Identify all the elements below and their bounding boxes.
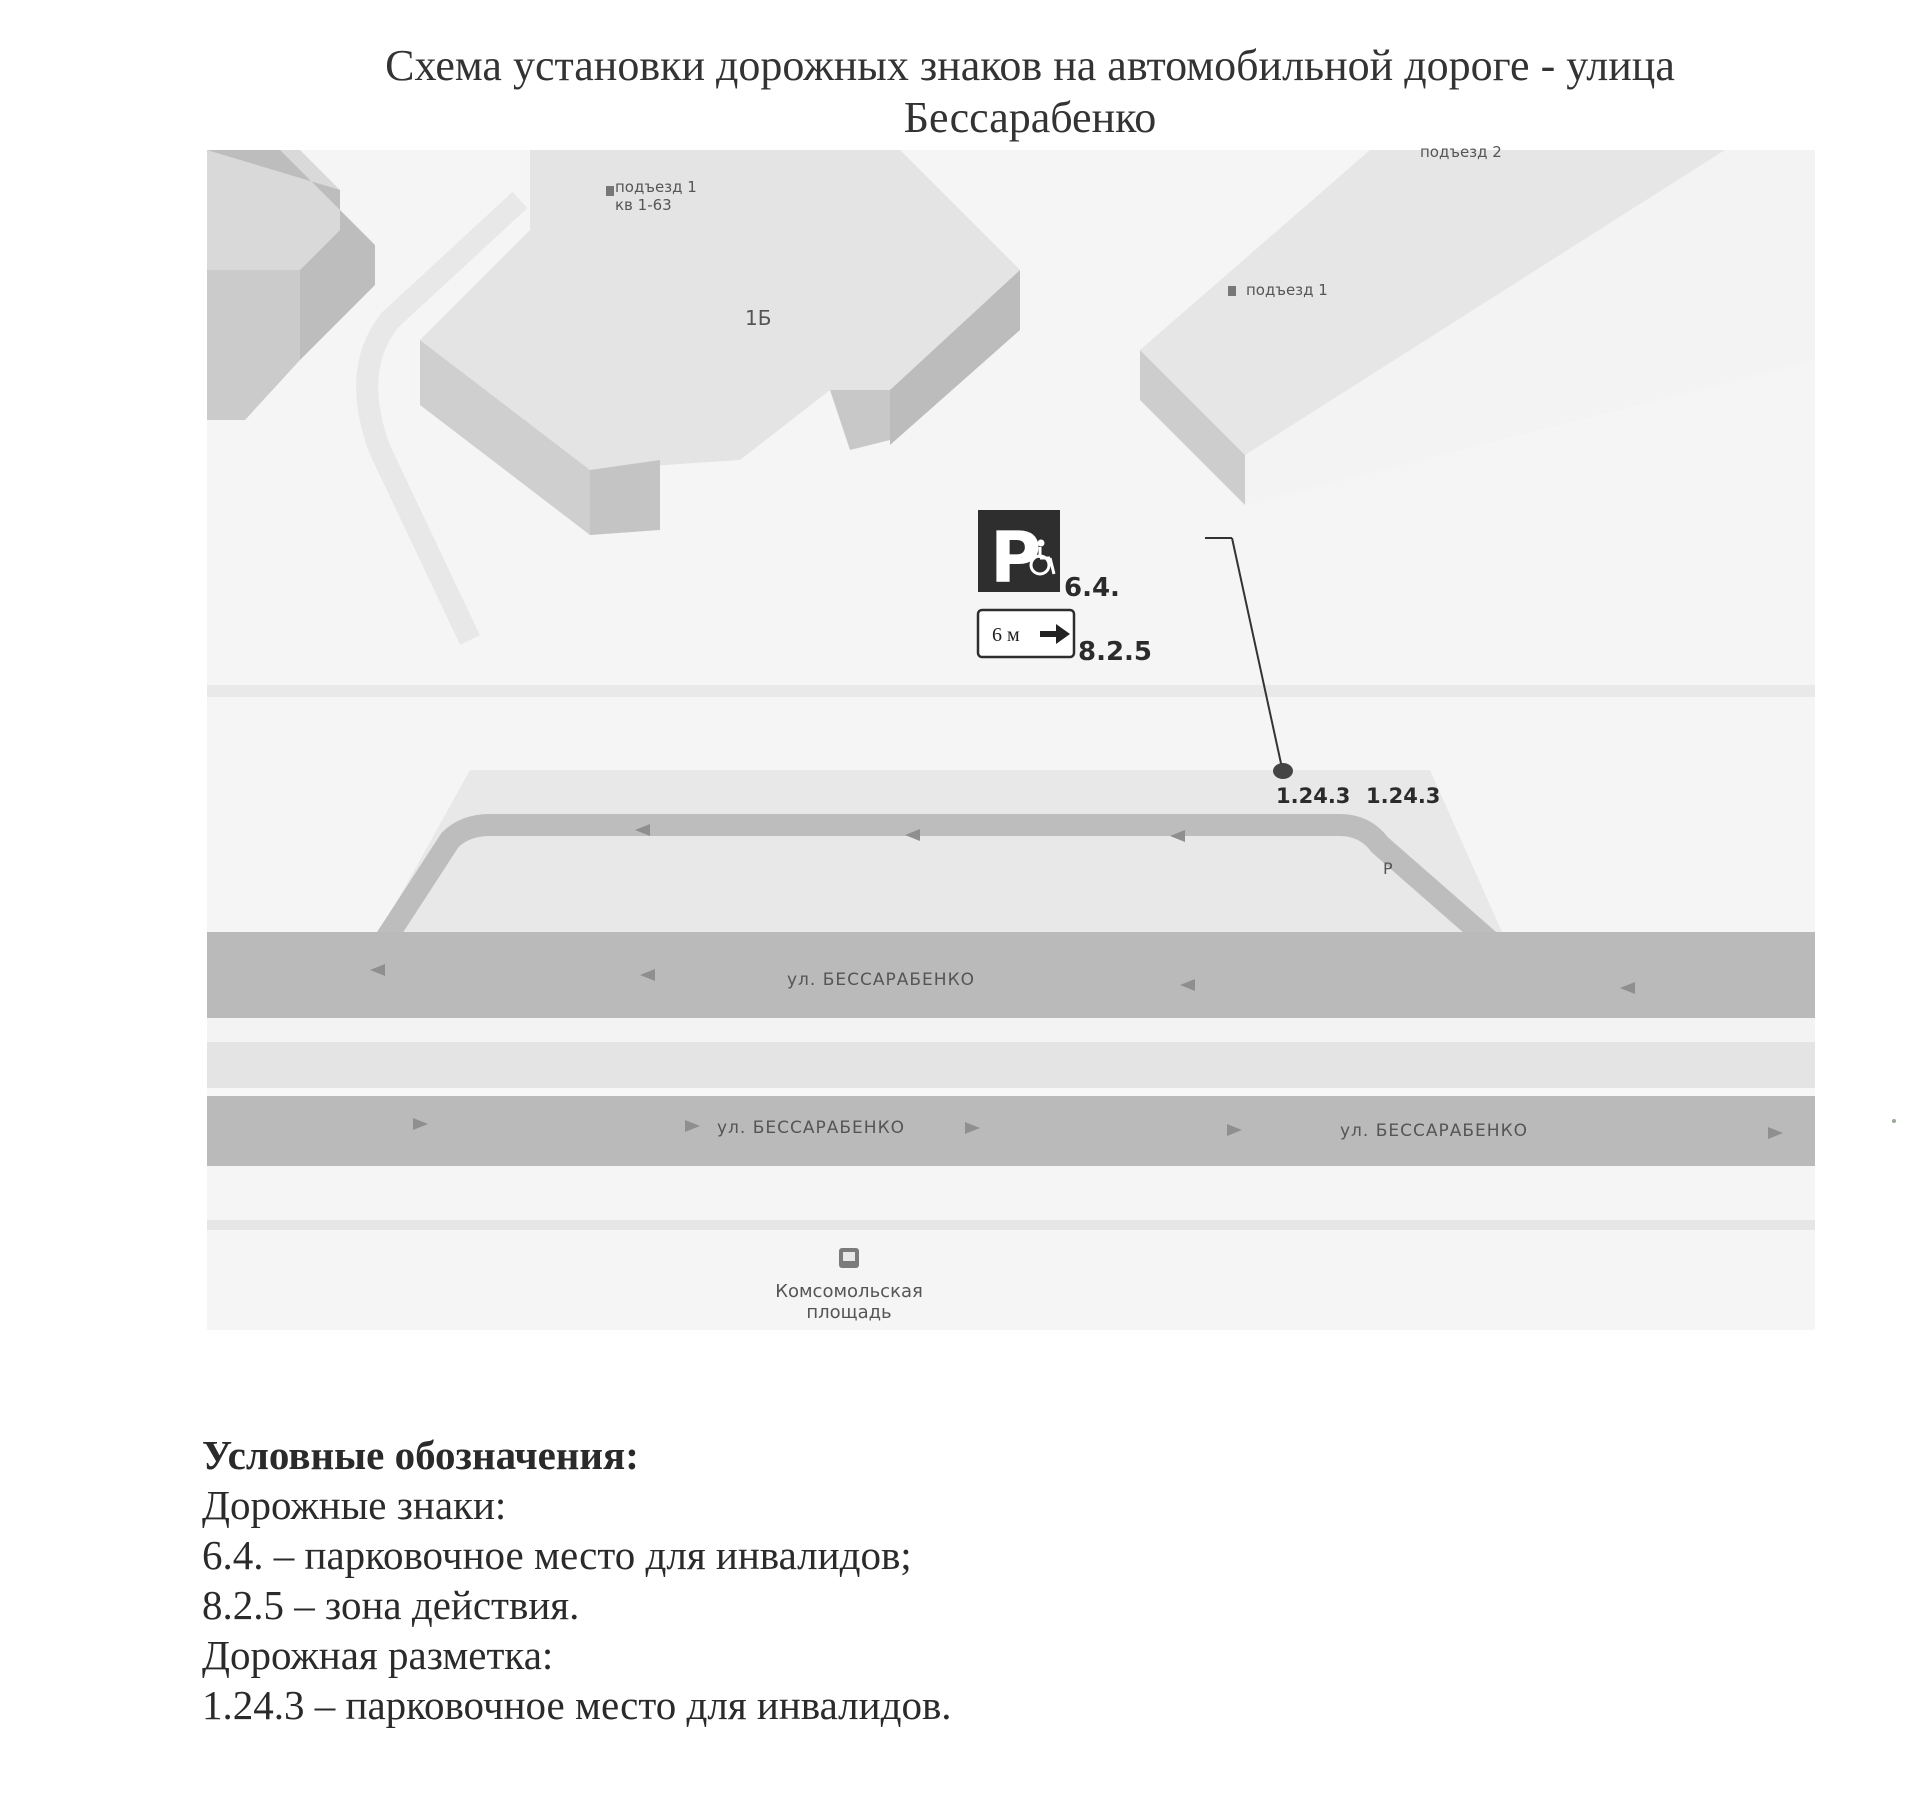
arrow-right-icon bbox=[413, 1118, 428, 1130]
median-green bbox=[207, 1042, 1815, 1088]
arrow-left-icon bbox=[1170, 830, 1185, 842]
leader-line bbox=[1231, 537, 1283, 769]
building-number: 1Б bbox=[745, 306, 771, 330]
road-upper bbox=[207, 932, 1815, 1018]
legend-marking-heading: Дорожная разметка: bbox=[202, 1632, 554, 1678]
legend-item-1-24-3: 1.24.3 – парковочное место для инвалидов… bbox=[202, 1682, 952, 1728]
street-label-lower-right: ул. БЕССАРАБЕНКО bbox=[1340, 1121, 1528, 1141]
sign-6-4-code: 6.4. bbox=[1064, 573, 1120, 603]
legend-signs-heading: Дорожные знаки: bbox=[202, 1482, 507, 1528]
legend-item-8-2-5: 8.2.5 – зона действия. bbox=[202, 1582, 580, 1628]
arrow-left-icon bbox=[905, 829, 920, 841]
entrance-icon bbox=[606, 186, 614, 196]
arrow-left-icon bbox=[370, 964, 385, 976]
entrance-icon-right bbox=[1228, 286, 1236, 296]
entrance-label-2-partial: подъезд 2 bbox=[1420, 143, 1502, 161]
building-left-partial bbox=[207, 150, 375, 420]
median-edge bbox=[207, 1088, 1815, 1096]
legend-heading: Условные обозначения: bbox=[202, 1432, 639, 1478]
traffic-arrows bbox=[370, 824, 1783, 1139]
title-line-2: Бессарабенко bbox=[903, 93, 1157, 142]
legend: Условные обозначения: Дорожные знаки: 6.… bbox=[202, 1430, 952, 1730]
marking-code-2: 1.24.3 bbox=[1366, 784, 1440, 808]
bus-stop-icon-window bbox=[843, 1252, 855, 1261]
arrow-left-icon bbox=[640, 969, 655, 981]
wheelchair-icon bbox=[1029, 539, 1056, 576]
arrow-right-icon bbox=[1040, 624, 1070, 644]
arrow-left-icon bbox=[1180, 979, 1195, 991]
document-title: Схема установки дорожных знаков на автом… bbox=[0, 40, 1920, 144]
sign-8-2-5-code: 8.2.5 bbox=[1078, 637, 1152, 667]
arrow-right-icon bbox=[1768, 1127, 1783, 1139]
parking-lane bbox=[375, 814, 1508, 959]
parking-pocket-mark: P bbox=[1383, 859, 1393, 878]
sidewalk-edge bbox=[207, 685, 1815, 697]
building-1b bbox=[420, 150, 1020, 535]
scan-dot bbox=[1892, 1119, 1896, 1123]
sign-8-2-5-zone-plate bbox=[976, 608, 1076, 659]
street-label-upper: ул. БЕССАРАБЕНКО bbox=[787, 970, 975, 990]
sign-6-4-disabled-parking-icon bbox=[978, 510, 1060, 592]
sign-8-2-5-distance: 6 м bbox=[992, 624, 1020, 646]
arrow-left-icon bbox=[1620, 982, 1635, 994]
street-label-lower-left: ул. БЕССАРАБЕНКО bbox=[717, 1118, 905, 1138]
sidewalk-lower bbox=[207, 1220, 1815, 1230]
entrance-label-right: подъезд 1 bbox=[1246, 281, 1328, 299]
building-right bbox=[1140, 150, 1815, 505]
arrow-left-icon bbox=[635, 824, 650, 836]
driveway bbox=[356, 191, 528, 645]
arrow-right-icon bbox=[965, 1122, 980, 1134]
road-lower bbox=[207, 1096, 1815, 1166]
transit-stop-name-1: Комсомольская bbox=[775, 1281, 923, 1302]
arrow-right-icon bbox=[1227, 1124, 1242, 1136]
sign-post-marker bbox=[1273, 763, 1293, 779]
marking-code-1: 1.24.3 bbox=[1276, 784, 1350, 808]
legend-item-6-4: 6.4. – парковочное место для инвалидов; bbox=[202, 1532, 912, 1578]
transit-stop-name-2: площадь bbox=[806, 1302, 891, 1323]
arrow-right-icon bbox=[685, 1120, 700, 1132]
median-strip bbox=[207, 1018, 1815, 1042]
title-line-1: Схема установки дорожных знаков на автом… bbox=[385, 41, 1675, 90]
entrance-apartments: кв 1-63 bbox=[615, 196, 672, 214]
entrance-label-1: подъезд 1 bbox=[615, 178, 697, 196]
